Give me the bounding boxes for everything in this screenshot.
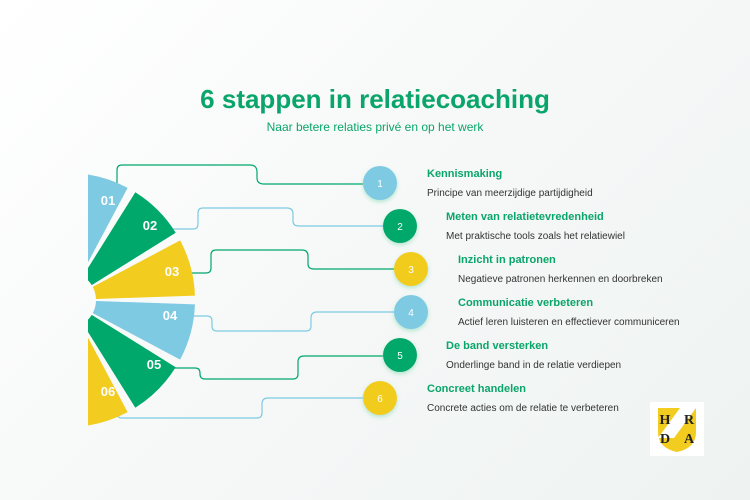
segment-05: [88, 314, 176, 408]
connector-line: [160, 207, 383, 230]
step-circle-4: [394, 295, 428, 329]
connector-line: [182, 249, 394, 274]
step-title: Communicatie verbeteren: [458, 297, 594, 309]
page-subtitle: Naar betere relaties privé en op het wer…: [266, 120, 484, 134]
segment-label: 03: [165, 264, 179, 279]
step-circle-5: [383, 338, 417, 372]
segment-label: 05: [147, 357, 161, 372]
segment-04: [92, 300, 195, 360]
segment-03: [92, 240, 195, 300]
step-number: 6: [377, 394, 383, 405]
step-number: 4: [408, 308, 414, 319]
segment-label: 04: [163, 308, 178, 323]
step-description: Negatieve patronen herkennen en doorbrek…: [458, 274, 663, 285]
segment-label: 02: [143, 218, 157, 233]
step-description: Principe van meerzijdige partijdigheid: [427, 188, 593, 199]
hrda-logo: H R D A: [650, 402, 704, 456]
connector-line: [192, 311, 394, 332]
step-number: 5: [397, 351, 403, 362]
segment-label: 01: [101, 193, 115, 208]
step-title: Inzicht in patronen: [458, 254, 556, 266]
segment-06: [88, 337, 128, 426]
step-description: Concrete acties om de relatie te verbete…: [427, 403, 619, 414]
connector-line: [116, 397, 363, 419]
step-circle-3: [394, 252, 428, 286]
step-title: Kennismaking: [427, 168, 503, 180]
connector-line: [166, 355, 383, 380]
step-description: Actief leren luisteren en effectiever co…: [458, 317, 680, 328]
segment-01: [88, 174, 128, 263]
step-description: Met praktische tools zoals het relatiewi…: [446, 231, 625, 242]
svg-text:R: R: [684, 413, 695, 428]
step-circle-2: [383, 209, 417, 243]
step-number: 2: [397, 222, 403, 233]
step-circle-1: [363, 166, 397, 200]
step-description: Onderlinge band in de relatie verdiepen: [446, 360, 622, 371]
step-title: Concreet handelen: [427, 383, 527, 395]
connector-line: [116, 164, 363, 187]
segment-02: [88, 192, 176, 286]
svg-text:H: H: [660, 413, 671, 428]
segment-label: 06: [101, 384, 115, 399]
svg-text:D: D: [660, 432, 670, 447]
step-number: 3: [408, 265, 414, 276]
svg-text:A: A: [684, 432, 695, 447]
step-circle-6: [363, 381, 397, 415]
step-title: De band versterken: [446, 340, 549, 352]
step-title: Meten van relatietevredenheid: [446, 211, 604, 223]
step-number: 1: [377, 179, 383, 190]
page-title: 6 stappen in relatiecoaching: [200, 84, 550, 114]
